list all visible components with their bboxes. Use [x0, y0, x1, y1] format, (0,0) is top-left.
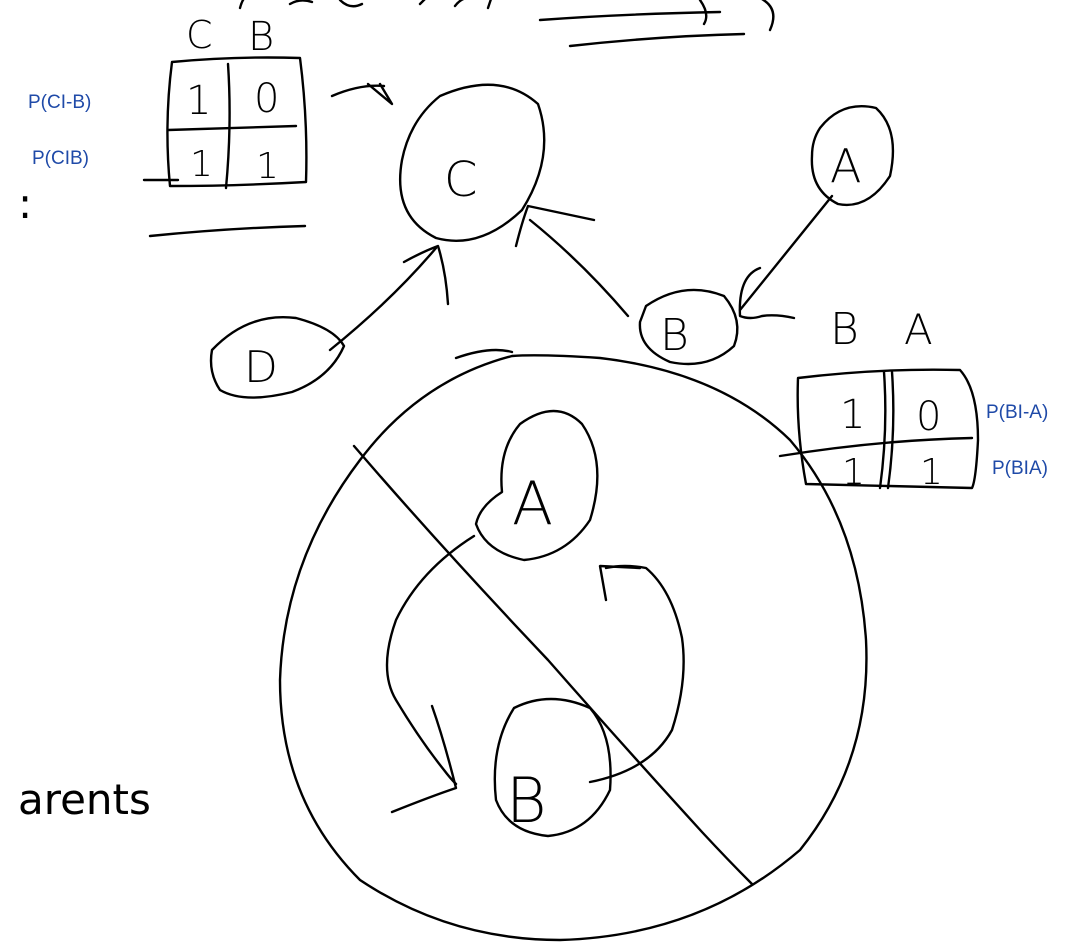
cpt-b-given-a: B A 1 0 1 1 P(BI-A) P(BIA): [778, 304, 1048, 493]
cpt-c-label-not-b: P(CI-B): [28, 92, 91, 113]
node-b-cycle-label: B: [506, 764, 547, 837]
edge-b-to-a-cycle: [588, 564, 685, 784]
node-b-cycle-outline: [493, 697, 612, 838]
edge-a-to-b: [738, 194, 834, 312]
cpt-b-col-line: [878, 370, 887, 490]
node-d-label: D: [244, 342, 278, 393]
edge-d-to-c-head: [402, 244, 450, 306]
top-cutoff-strokes: [238, 0, 775, 48]
cpt-b-cell-2-1: 1: [842, 452, 865, 493]
cpt-b-cell-2-2: 1: [920, 452, 943, 493]
slide-parents-fragment: arents: [18, 775, 151, 824]
cpt-b-cell-1-1: 1: [840, 392, 865, 438]
edge-a-to-b-head: [738, 266, 796, 320]
table-to-c-arrow: [330, 82, 394, 106]
edge-b-to-c-head: [514, 204, 596, 248]
cpt-c-row-line: [166, 124, 298, 132]
cpt-b-row-line: [778, 436, 974, 458]
slide-colon: :: [18, 179, 32, 228]
cpt-b-label-a: P(BIA): [992, 458, 1048, 479]
cpt-c-col-line: [224, 62, 231, 190]
node-c-outline: [398, 83, 546, 242]
edge-b-to-c: [528, 218, 630, 318]
cpt-b-col-line-2: [886, 370, 895, 490]
cpt-c-cell-1-2: 0: [254, 76, 279, 122]
cycle-cross-out-line: [352, 444, 754, 886]
edge-a-to-b-cycle: [385, 534, 476, 786]
cpt-c-given-b: C B 1 0 1 1 P(CI-B) P(CIB): [28, 13, 308, 238]
cpt-c-cell-2-2: 1: [256, 146, 279, 187]
edge-b-to-a-cycle-head: [598, 564, 642, 602]
node-b-top-label: B: [660, 310, 689, 361]
node-a-cycle-label: A: [512, 469, 553, 539]
node-a-top-outline: [810, 105, 895, 207]
cpt-c-border: [166, 56, 308, 188]
crossed-out-cycle: A B: [278, 348, 868, 942]
cpt-b-label-not-a: P(BI-A): [986, 402, 1048, 423]
top-graph: C A B D: [209, 83, 895, 399]
cpt-c-label-b: P(CIB): [32, 148, 89, 169]
cpt-c-header-c: C: [186, 13, 213, 57]
node-a-cycle-outline: [474, 409, 599, 562]
node-c-label: C: [444, 152, 478, 208]
node-a-top-label: A: [830, 139, 861, 193]
cycle-circle-overlap: [454, 348, 514, 360]
cpt-b-header-a: A: [904, 305, 933, 354]
cpt-c-cell-1-1: 1: [186, 78, 211, 124]
node-d-outline: [209, 316, 346, 399]
cpt-c-underline: [148, 224, 307, 238]
cycle-enclosing-circle: [278, 354, 868, 942]
node-b-top-outline: [638, 288, 739, 366]
cpt-b-border: [796, 368, 980, 490]
cpt-b-cell-1-2: 0: [916, 394, 941, 440]
cpt-c-header-b: B: [248, 14, 274, 60]
edge-d-to-c: [328, 246, 438, 352]
cpt-c-cell-2-1: 1: [190, 144, 213, 185]
edge-a-to-b-cycle-head: [390, 704, 458, 814]
cpt-b-header-b: B: [830, 304, 859, 355]
